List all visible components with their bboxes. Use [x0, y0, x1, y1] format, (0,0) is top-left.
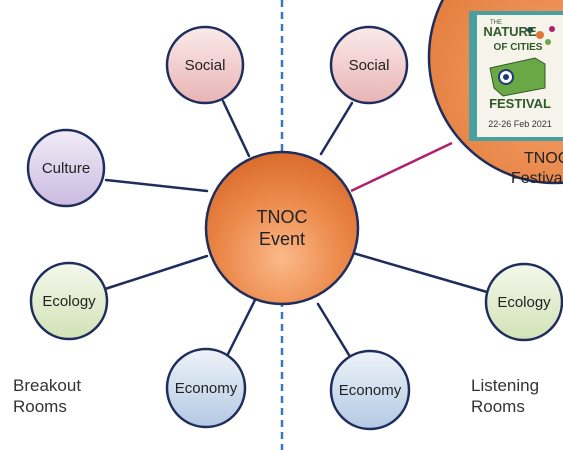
- node-right-social-label: Social: [349, 57, 390, 74]
- node-left-ecology-label: Ecology: [42, 293, 96, 310]
- logo-word-of-cities: OF CITIES: [494, 42, 543, 53]
- logo-green-hand: [489, 57, 546, 97]
- center-label-line2: Event: [259, 229, 305, 249]
- node-left-economy: Economy: [165, 347, 247, 429]
- festival-node: THE NATURE OF CITIES FESTIVAL 22-26 Feb …: [427, 0, 563, 187]
- center-node: TNOC Event: [204, 150, 360, 306]
- spoke-left-ecology: [103, 254, 209, 291]
- node-left-culture-label: Culture: [42, 160, 90, 177]
- node-right-social: Social: [329, 25, 409, 105]
- breakout-rooms-label: Breakout Rooms: [13, 375, 81, 417]
- festival-label-line1: TNOC: [524, 150, 563, 167]
- spoke-left-social: [221, 99, 251, 158]
- spokes: [103, 99, 489, 357]
- festival-link: [350, 141, 453, 193]
- spoke-left-economy: [226, 298, 257, 356]
- logo-small-the: THE: [490, 20, 502, 26]
- breakout-rooms-line2: Rooms: [13, 397, 67, 416]
- node-left-culture: Culture: [26, 128, 106, 208]
- festival-logo: THE NATURE OF CITIES FESTIVAL 22-26 Feb …: [469, 11, 563, 141]
- spoke-right-economy: [316, 302, 351, 357]
- listening-rooms-line1: Listening: [471, 376, 540, 395]
- spoke-right-ecology: [351, 251, 489, 294]
- node-right-economy: Economy: [329, 349, 411, 431]
- node-right-economy-label: Economy: [339, 382, 402, 399]
- logo-dates: 22-26 Feb 2021: [488, 119, 552, 129]
- logo-word-nature: NATURE: [483, 24, 537, 39]
- node-left-social-label: Social: [185, 57, 226, 74]
- festival-label-line2: Festival: [511, 170, 563, 187]
- spoke-left-culture: [104, 178, 209, 193]
- listening-rooms-label: Listening Rooms: [471, 375, 539, 417]
- node-left-ecology: Ecology: [29, 261, 109, 341]
- center-label-line1: TNOC: [257, 207, 308, 227]
- node-left-economy-label: Economy: [175, 380, 238, 397]
- node-right-ecology-label: Ecology: [497, 294, 551, 311]
- node-right-ecology: Ecology: [484, 262, 563, 342]
- node-left-social: Social: [165, 25, 245, 105]
- breakout-rooms-line1: Breakout: [13, 376, 82, 395]
- spoke-right-social: [319, 101, 354, 156]
- logo-word-festival: FESTIVAL: [489, 96, 551, 111]
- listening-rooms-line2: Rooms: [471, 397, 525, 416]
